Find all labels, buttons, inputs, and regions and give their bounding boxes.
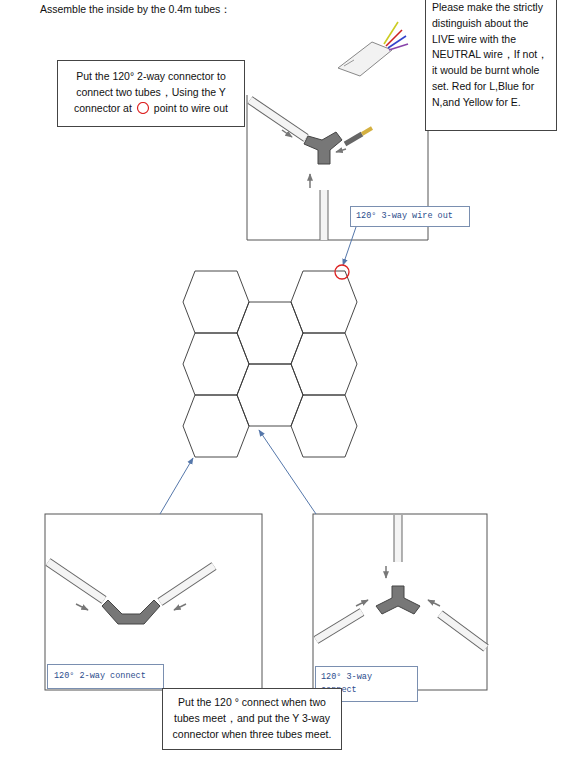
- node-text: 120° 2-way connect: [54, 671, 146, 681]
- leader-arrow: [160, 458, 193, 514]
- hexagon: [183, 333, 249, 395]
- text-holder: 120° 3-way wire out: [356, 210, 464, 223]
- label-box: 120° 2-way connect: [47, 664, 164, 689]
- hexagon: [237, 364, 303, 426]
- node-text: Please make the strictly distinguish abo…: [432, 1, 548, 108]
- callout-box: Put the 120° 2-way connector to connect …: [57, 60, 245, 127]
- inset-frame: [45, 95, 487, 690]
- heading: Assemble the inside by the 0.4m tubes：: [40, 3, 231, 17]
- assembly-arrow: [336, 149, 346, 152]
- assembly-arrow: [385, 566, 387, 578]
- hexagon: [237, 302, 303, 364]
- node-text: 120° 3-way wire out: [356, 211, 453, 221]
- assembly-arrow: [174, 604, 186, 610]
- assembly-arrow: [356, 600, 368, 606]
- hexagon: [291, 395, 357, 457]
- leader-arrow: [343, 227, 356, 265]
- tube: [250, 100, 324, 240]
- tube: [316, 515, 486, 648]
- text-holder: Put the 120° 2-way connector to connect …: [66, 69, 236, 116]
- text-holder: 120° 2-way connect: [54, 670, 157, 683]
- text-holder: Put the 120 ° connect when two tubes mee…: [171, 695, 333, 742]
- label-box: 120° 3-way wire out: [350, 206, 470, 227]
- y-connector: [304, 132, 342, 164]
- wire-terminal: [345, 128, 372, 144]
- assembly-arrow: [428, 600, 440, 606]
- wire-out-point: [335, 265, 349, 279]
- warning-box: Please make the strictly distinguish abo…: [425, 0, 557, 131]
- node-text: Put the 120 ° connect when two tubes mee…: [173, 696, 332, 740]
- assembly-arrow: [309, 174, 311, 188]
- hexagon: [183, 271, 249, 333]
- v-connector: [102, 600, 160, 624]
- circle-symbol: [135, 102, 151, 114]
- hexagon: [291, 333, 357, 395]
- power-plug: [338, 22, 408, 76]
- text-holder: Please make the strictly distinguish abo…: [432, 0, 550, 110]
- y-connector: [376, 586, 420, 614]
- leader-arrow: [259, 430, 316, 514]
- assembly-arrow: [76, 604, 88, 610]
- assembly-arrow: [282, 130, 292, 137]
- note-box: Put the 120 ° connect when two tubes mee…: [162, 688, 342, 750]
- hexagon: [291, 271, 357, 333]
- tube: [48, 562, 214, 602]
- node-text: point to wire out: [154, 102, 228, 114]
- hexagon-grid: [183, 271, 357, 457]
- hexagon: [183, 395, 249, 457]
